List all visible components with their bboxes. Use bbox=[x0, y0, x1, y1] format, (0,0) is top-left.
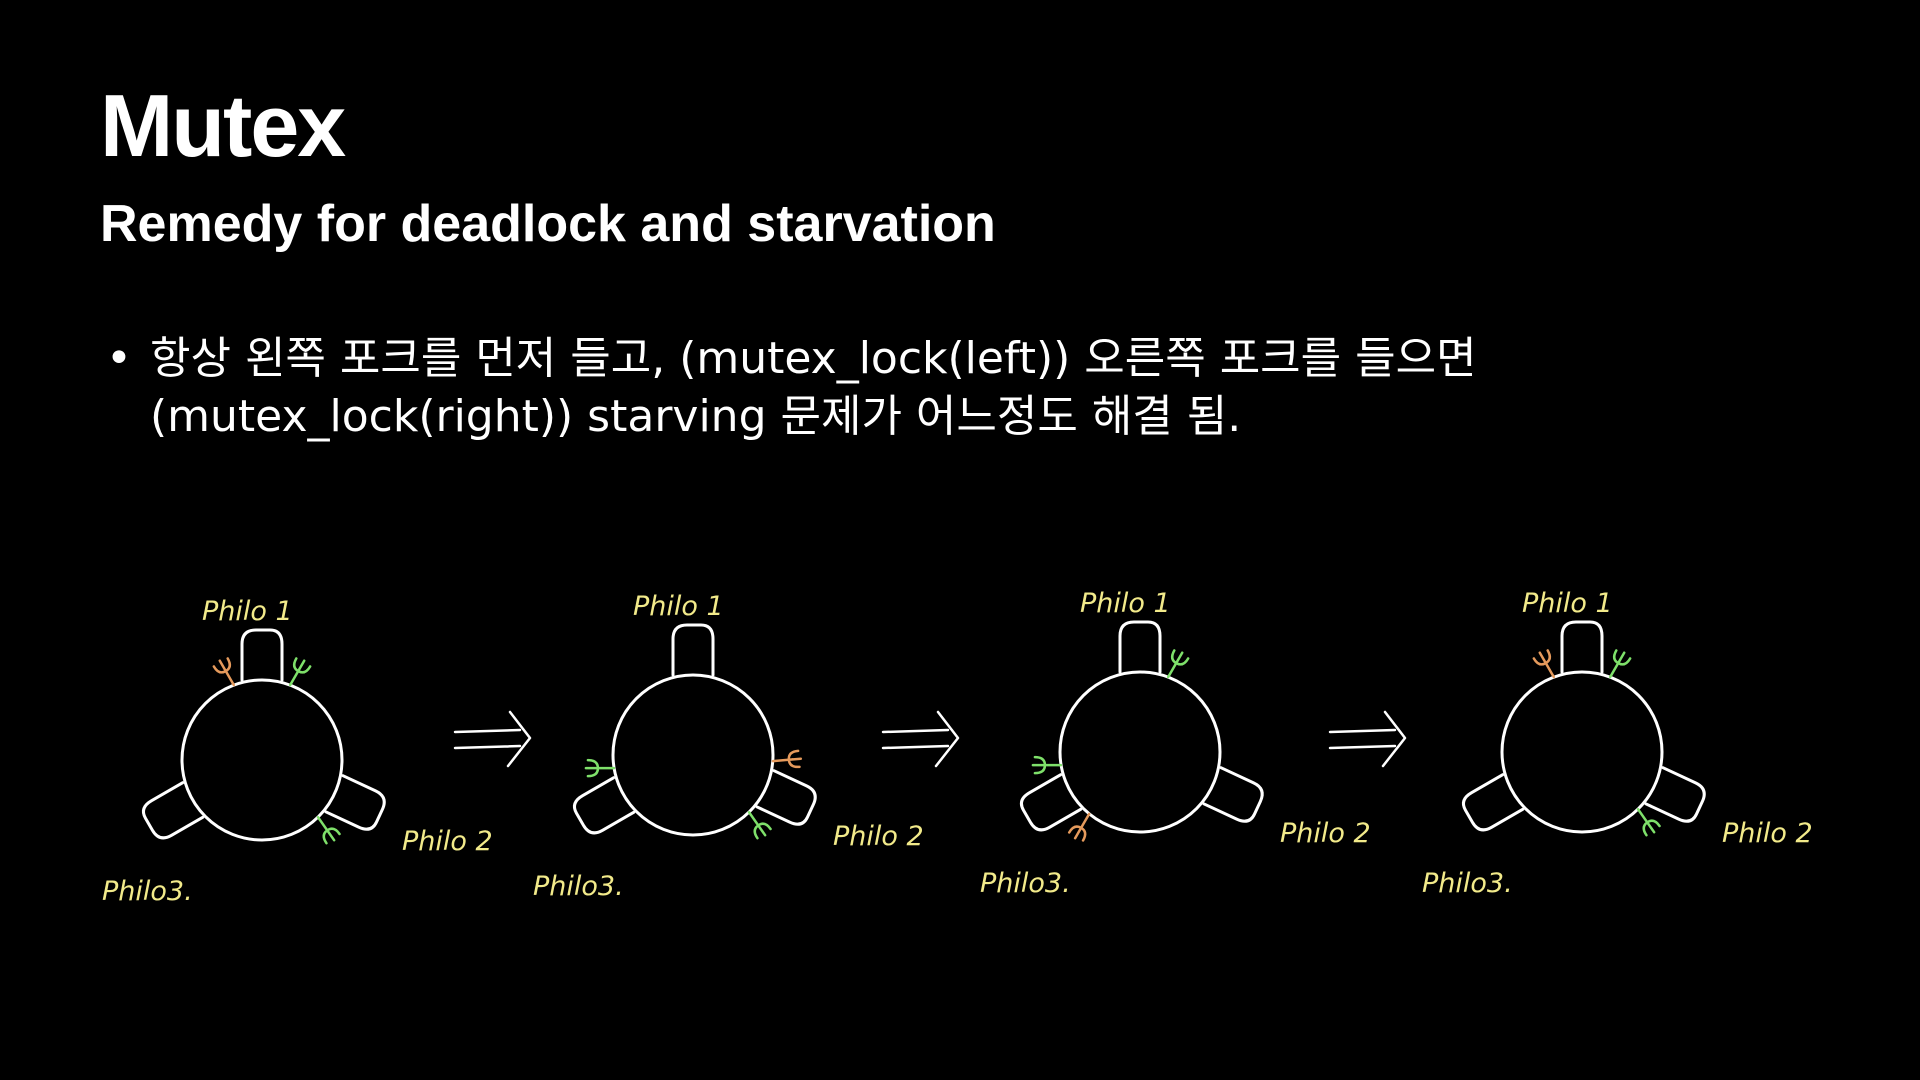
philo1-label: Philo 1 bbox=[1080, 588, 1171, 619]
slide-subtitle: Remedy for deadlock and starvation bbox=[100, 195, 996, 253]
table-circle bbox=[611, 673, 775, 837]
bullet-text: 항상 왼쪽 포크를 먼저 들고, (mutex_lock(left)) 오른쪽 … bbox=[150, 333, 1477, 442]
philo3-label: Philo3. bbox=[102, 876, 193, 907]
seat-philo3 bbox=[572, 776, 636, 835]
philo1-label: Philo 1 bbox=[1522, 588, 1613, 619]
fork-right-icon bbox=[1608, 649, 1632, 679]
seat-philo1 bbox=[240, 628, 284, 682]
table-circle bbox=[1058, 670, 1222, 834]
fork-right-icon bbox=[584, 758, 616, 778]
philo2-label: Philo 2 bbox=[402, 826, 493, 857]
fork-left-icon bbox=[1532, 649, 1556, 679]
bullet-dot-icon: • bbox=[106, 333, 132, 384]
philo2-label: Philo 2 bbox=[1280, 818, 1371, 849]
stage-1: Philo 1 Philo 2 Philo3. bbox=[102, 596, 493, 907]
fork-right-icon bbox=[1166, 649, 1190, 679]
seat-philo2 bbox=[1202, 766, 1264, 823]
seat-philo2 bbox=[324, 774, 386, 831]
double-arrow-icon bbox=[881, 710, 960, 768]
double-arrow-icon bbox=[453, 710, 532, 768]
fork-right-icon bbox=[316, 816, 341, 845]
seat-philo3 bbox=[1019, 773, 1083, 832]
stage-2: Philo 1 Philo 2 Philo3. bbox=[533, 591, 924, 902]
stage-4: Philo 1 Philo 2 Philo3. bbox=[1422, 588, 1813, 899]
philo1-label: Philo 1 bbox=[633, 591, 724, 622]
slide-title: Mutex bbox=[100, 76, 346, 175]
philo3-label: Philo3. bbox=[1422, 868, 1513, 899]
philo1-label: Philo 1 bbox=[202, 596, 293, 627]
table-circle bbox=[1500, 670, 1664, 834]
seat-philo2 bbox=[755, 769, 817, 826]
seat-philo1 bbox=[1560, 620, 1604, 674]
table-circle bbox=[180, 678, 344, 842]
bullet-item: • 항상 왼쪽 포크를 먼저 들고, (mutex_lock(left)) 오른… bbox=[100, 330, 1880, 446]
double-arrow-icon bbox=[1328, 710, 1407, 768]
stage-3: Philo 1 Philo 2 Philo3. bbox=[980, 588, 1371, 899]
seat-philo3 bbox=[1461, 773, 1525, 832]
fork-right-icon bbox=[1031, 755, 1063, 775]
fork-left-icon bbox=[212, 657, 236, 687]
seat-philo2 bbox=[1644, 766, 1706, 823]
fork-right-icon bbox=[1636, 808, 1661, 837]
philo2-label: Philo 2 bbox=[1722, 818, 1813, 849]
bullet-list: • 항상 왼쪽 포크를 먼저 들고, (mutex_lock(left)) 오른… bbox=[100, 330, 1880, 446]
fork-right-icon bbox=[747, 811, 772, 840]
fork-right-icon bbox=[288, 657, 312, 687]
fork-left-icon bbox=[1067, 812, 1091, 842]
seat-philo3 bbox=[141, 781, 205, 840]
seat-philo1 bbox=[1118, 620, 1162, 674]
philo3-label: Philo3. bbox=[980, 868, 1071, 899]
fork-left-icon bbox=[771, 749, 803, 769]
seat-philo1 bbox=[671, 623, 715, 677]
philo3-label: Philo3. bbox=[533, 871, 624, 902]
philo2-label: Philo 2 bbox=[833, 821, 924, 852]
